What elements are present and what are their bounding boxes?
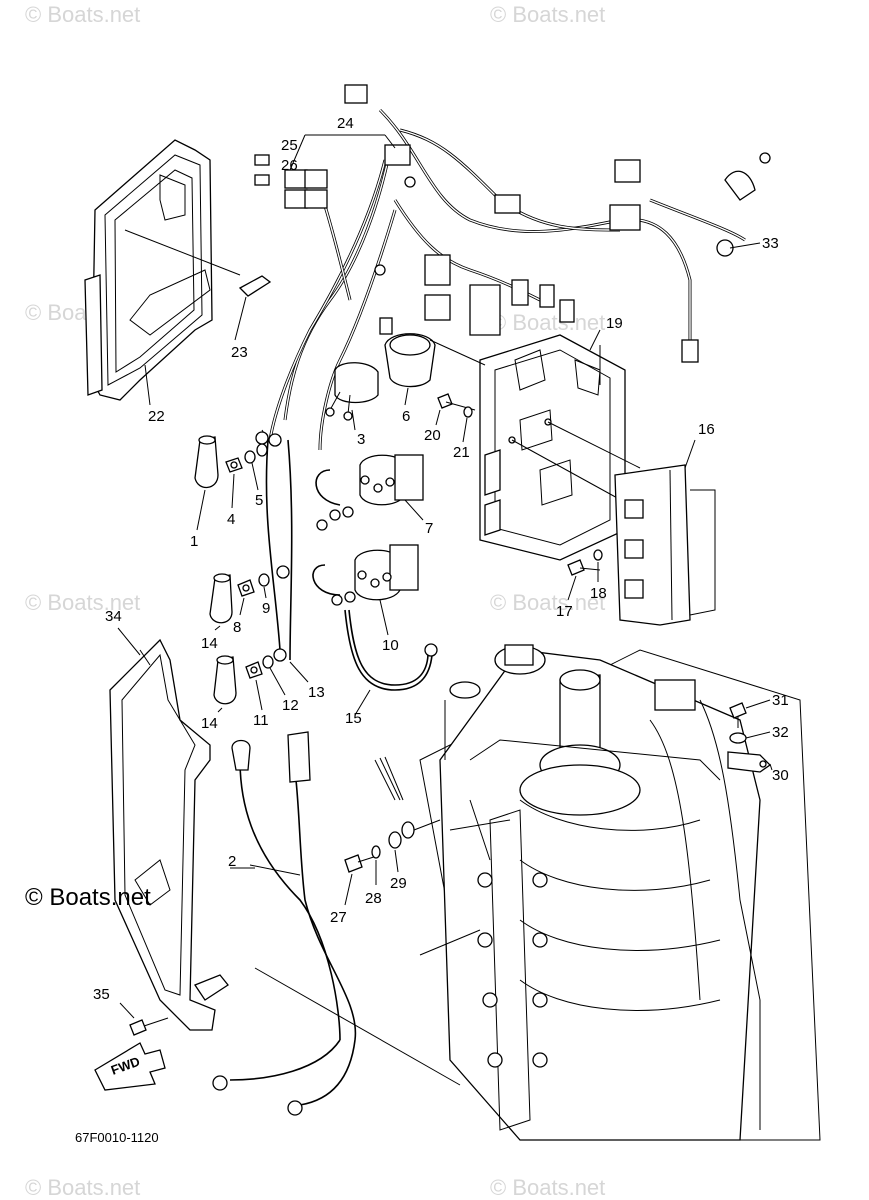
nut-part-8 — [237, 579, 255, 616]
solenoid-part-7 — [315, 454, 424, 531]
callout-20: 20 — [424, 427, 441, 444]
callout-8: 8 — [233, 619, 241, 636]
watermark: © Boats.net — [490, 1175, 605, 1200]
callout-2: 2 — [228, 853, 236, 870]
callout-35: 35 — [93, 986, 110, 1003]
callout-33: 33 — [762, 235, 779, 252]
cap-part-6 — [384, 333, 436, 388]
callout-19: 19 — [606, 315, 623, 332]
boot-part-14a — [209, 573, 233, 631]
callout-labels: 1 2 3 4 5 6 7 8 9 10 11 12 13 14 14 15 1… — [93, 115, 789, 1003]
washer-part-28 — [371, 845, 381, 885]
wire-harness-part-24 — [254, 84, 771, 451]
callout-11: 11 — [253, 712, 269, 729]
nut-part-11 — [245, 661, 263, 711]
callout-5: 5 — [255, 492, 263, 509]
callout-9: 9 — [262, 600, 270, 617]
bolt-part-31 — [729, 699, 771, 728]
watermark: © Boats.net — [490, 590, 605, 615]
engine-block — [419, 644, 821, 1141]
washer-part-21 — [462, 406, 473, 443]
washer-part-9 — [258, 573, 270, 599]
watermarks: © Boats.net © Boats.net © Boats.net © Bo… — [25, 2, 605, 1200]
nut-part-4 — [225, 457, 243, 509]
callout-21: 21 — [453, 444, 470, 461]
callout-10: 10 — [382, 637, 399, 654]
callout-15: 15 — [345, 710, 362, 727]
callout-16: 16 — [698, 421, 715, 438]
washer-part-5 — [244, 443, 268, 491]
relay-part-3 — [325, 362, 379, 421]
callout-18: 18 — [590, 585, 607, 602]
callout-3: 3 — [357, 431, 365, 448]
wire-part-15 — [344, 609, 438, 691]
cover-part-22 — [84, 139, 241, 401]
callout-29: 29 — [390, 875, 407, 892]
bolt-part-35 — [119, 1002, 169, 1036]
callout-23: 23 — [231, 344, 248, 361]
callout-32: 32 — [772, 724, 789, 741]
washer-part-29 — [388, 831, 402, 873]
callout-4: 4 — [227, 511, 235, 528]
bracket-part-19 — [429, 334, 641, 561]
bolt-part-27 — [344, 854, 381, 906]
plate-part-16 — [614, 439, 716, 626]
callout-24: 24 — [337, 115, 354, 132]
callout-6: 6 — [402, 408, 410, 425]
callout-22: 22 — [148, 408, 165, 425]
callout-12: 12 — [282, 697, 299, 714]
washer-part-12 — [262, 655, 286, 696]
callout-27: 27 — [330, 909, 347, 926]
callout-30: 30 — [772, 767, 789, 784]
washer-part-13 — [289, 661, 309, 683]
ground-wire — [374, 756, 441, 839]
wire-part-2 — [212, 731, 461, 1116]
watermark: © Boats.net — [25, 1175, 140, 1200]
cover-part-34 — [109, 638, 229, 1031]
bolt-part-17 — [567, 559, 601, 601]
callout-13: 13 — [308, 684, 325, 701]
clip-part-23 — [234, 275, 272, 341]
plate-part-30 — [727, 751, 773, 773]
callout-7: 7 — [425, 520, 433, 537]
solenoid-part-10 — [312, 544, 419, 606]
watermark: © Boats.net — [490, 2, 605, 27]
callout-14: 14 — [201, 715, 218, 732]
callout-31: 31 — [772, 692, 789, 709]
forward-direction-arrow: FWD — [94, 1042, 166, 1091]
callout-1: 1 — [190, 533, 198, 550]
boot-part-14b — [213, 655, 237, 713]
callout-26: 26 — [281, 157, 298, 174]
boot-part-1 — [194, 435, 219, 531]
battery-cables — [255, 429, 293, 662]
washer-part-18 — [593, 549, 603, 582]
diagram-part-code: 67F0010-1120 — [75, 1130, 159, 1145]
washer-part-32 — [729, 731, 771, 744]
leader-lines — [144, 242, 761, 869]
callout-34: 34 — [105, 608, 122, 625]
watermark: © Boats.net — [490, 310, 605, 335]
callout-25: 25 — [281, 137, 298, 154]
callout-14: 14 — [201, 635, 218, 652]
watermark: © Boats.net — [25, 2, 140, 27]
watermark: © Boats.net — [25, 590, 140, 615]
callout-28: 28 — [365, 890, 382, 907]
callout-17: 17 — [556, 603, 573, 620]
boats-net-watermark: © Boats.net — [25, 884, 151, 911]
